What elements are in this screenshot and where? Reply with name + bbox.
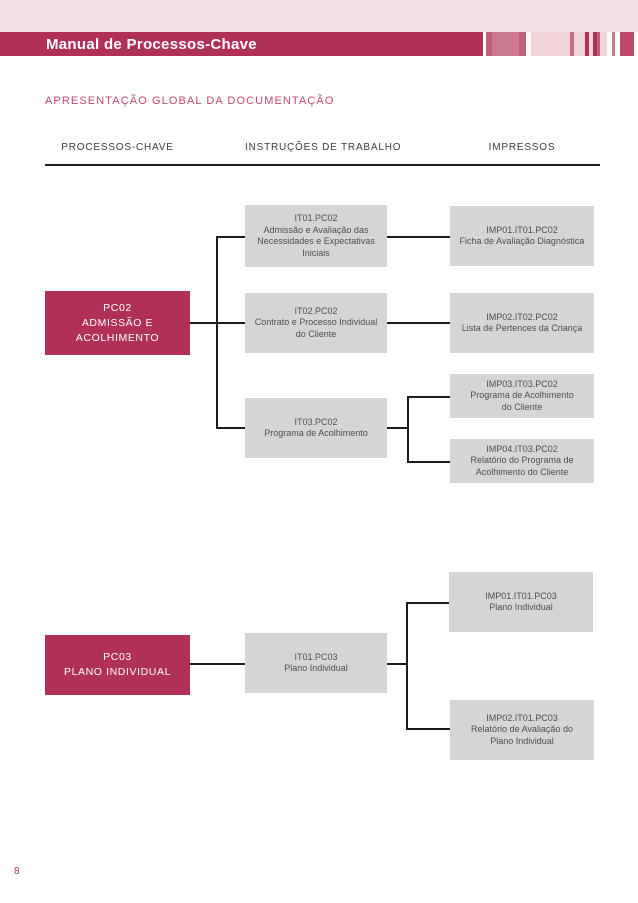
- header-stripe: [593, 32, 597, 56]
- column-header-rule: [45, 164, 600, 166]
- header-stripe: [634, 32, 637, 56]
- connector-stub-imp03: [407, 396, 450, 398]
- header-stripe: [597, 32, 600, 56]
- header-title-bar: Manual de Processos-Chave: [0, 32, 483, 56]
- column-header-impressos: IMPRESSOS: [488, 142, 556, 153]
- connector-it03-right: [387, 427, 408, 429]
- box-pc02-text: PC02 ADMISSÃO E ACOLHIMENTO: [75, 301, 160, 344]
- header-stripe: [620, 32, 634, 56]
- column-header-processos-chave: PROCESSOS-CHAVE: [61, 142, 174, 153]
- box-it02-pc02: IT02.PC02 Contrato e Processo Individual…: [245, 293, 387, 353]
- header-stripe: [492, 32, 519, 56]
- box-it01-pc02-text: IT01.PC02 Admissão e Avaliação das Neces…: [257, 213, 375, 258]
- box-imp01-it01-pc03-text: IMP01.IT01.PC03 Plano Individual: [485, 590, 557, 613]
- header-stripe: [570, 32, 574, 56]
- box-it03-pc02-text: IT03.PC02 Programa de Acolhimento: [264, 416, 368, 439]
- box-imp03-it03-pc02: IMP03.IT03.PC02 Programa de Acolhimento …: [450, 374, 594, 418]
- box-imp01-it01-pc03: IMP01.IT01.PC03 Plano Individual: [449, 572, 593, 632]
- connector-branch-it01pc03: [406, 602, 408, 730]
- header-bar: Manual de Processos-Chave: [0, 32, 638, 56]
- connector-stub-imp01pc03: [406, 602, 449, 604]
- connector-it01-imp01: [387, 236, 450, 238]
- box-imp02-it01-pc03: IMP02.IT01.PC03 Relatório de Avaliação d…: [450, 700, 594, 760]
- box-imp04-it03-pc02: IMP04.IT03.PC02 Relatório do Programa de…: [450, 439, 594, 483]
- box-pc03-text: PC03 PLANO INDIVIDUAL: [63, 651, 172, 678]
- connector-it02-imp02: [387, 322, 450, 324]
- box-it01-pc03-text: IT01.PC03 Plano Individual: [284, 651, 348, 674]
- connector-trunk-pc02: [216, 236, 218, 428]
- connector-branch-it03: [407, 396, 409, 462]
- header-stripe: [607, 32, 612, 56]
- header-stripe: [486, 32, 492, 56]
- box-imp02-it02-pc02-text: IMP02.IT02.PC02 Lista de Pertences da Cr…: [461, 311, 583, 334]
- connector-stub-imp02pc03: [406, 728, 450, 730]
- connector-pc02-it02: [190, 322, 245, 324]
- header-title: Manual de Processos-Chave: [46, 35, 257, 53]
- header-stripe: [519, 32, 526, 56]
- column-header-instrucoes-trabalho: INSTRUÇÕES DE TRABALHO: [245, 142, 402, 153]
- header-stripe: [589, 32, 593, 56]
- box-pc03: PC03 PLANO INDIVIDUAL: [45, 635, 190, 695]
- header-stripe: [585, 32, 589, 56]
- header-stripe: [600, 32, 607, 56]
- box-imp02-it01-pc03-text: IMP02.IT01.PC03 Relatório de Avaliação d…: [471, 712, 573, 746]
- box-it03-pc02: IT03.PC02 Programa de Acolhimento: [245, 398, 387, 458]
- box-it01-pc02: IT01.PC02 Admissão e Avaliação das Neces…: [245, 205, 387, 267]
- box-imp02-it02-pc02: IMP02.IT02.PC02 Lista de Pertences da Cr…: [450, 293, 594, 353]
- header-stripe: [531, 32, 570, 56]
- box-it01-pc03: IT01.PC03 Plano Individual: [245, 633, 387, 693]
- connector-it01-left: [216, 236, 245, 238]
- header-stripe: [526, 32, 531, 56]
- box-imp04-it03-pc02-text: IMP04.IT03.PC02 Relatório do Programa de…: [470, 443, 574, 477]
- header-pink-band: [0, 0, 638, 32]
- box-imp01-it01-pc02-text: IMP01.IT01.PC02 Ficha de Avaliação Diagn…: [459, 224, 585, 247]
- header-stripe: [615, 32, 620, 56]
- box-pc02: PC02 ADMISSÃO E ACOLHIMENTO: [45, 291, 190, 355]
- header-stripe: [574, 32, 585, 56]
- connector-it03-left: [216, 427, 245, 429]
- connector-stub-imp04: [407, 461, 450, 463]
- box-imp01-it01-pc02: IMP01.IT01.PC02 Ficha de Avaliação Diagn…: [450, 206, 594, 266]
- header-stripe: [483, 32, 486, 56]
- section-title: APRESENTAÇÃO GLOBAL DA DOCUMENTAÇÃO: [45, 95, 335, 107]
- box-imp03-it03-pc02-text: IMP03.IT03.PC02 Programa de Acolhimento …: [470, 378, 574, 412]
- connector-it01pc03-right: [387, 663, 407, 665]
- header-decorative-stripes: [483, 32, 637, 56]
- box-it02-pc02-text: IT02.PC02 Contrato e Processo Individual…: [254, 305, 378, 339]
- page-number: 8: [14, 866, 20, 877]
- header-stripe: [612, 32, 615, 56]
- connector-pc03-it01: [190, 663, 245, 665]
